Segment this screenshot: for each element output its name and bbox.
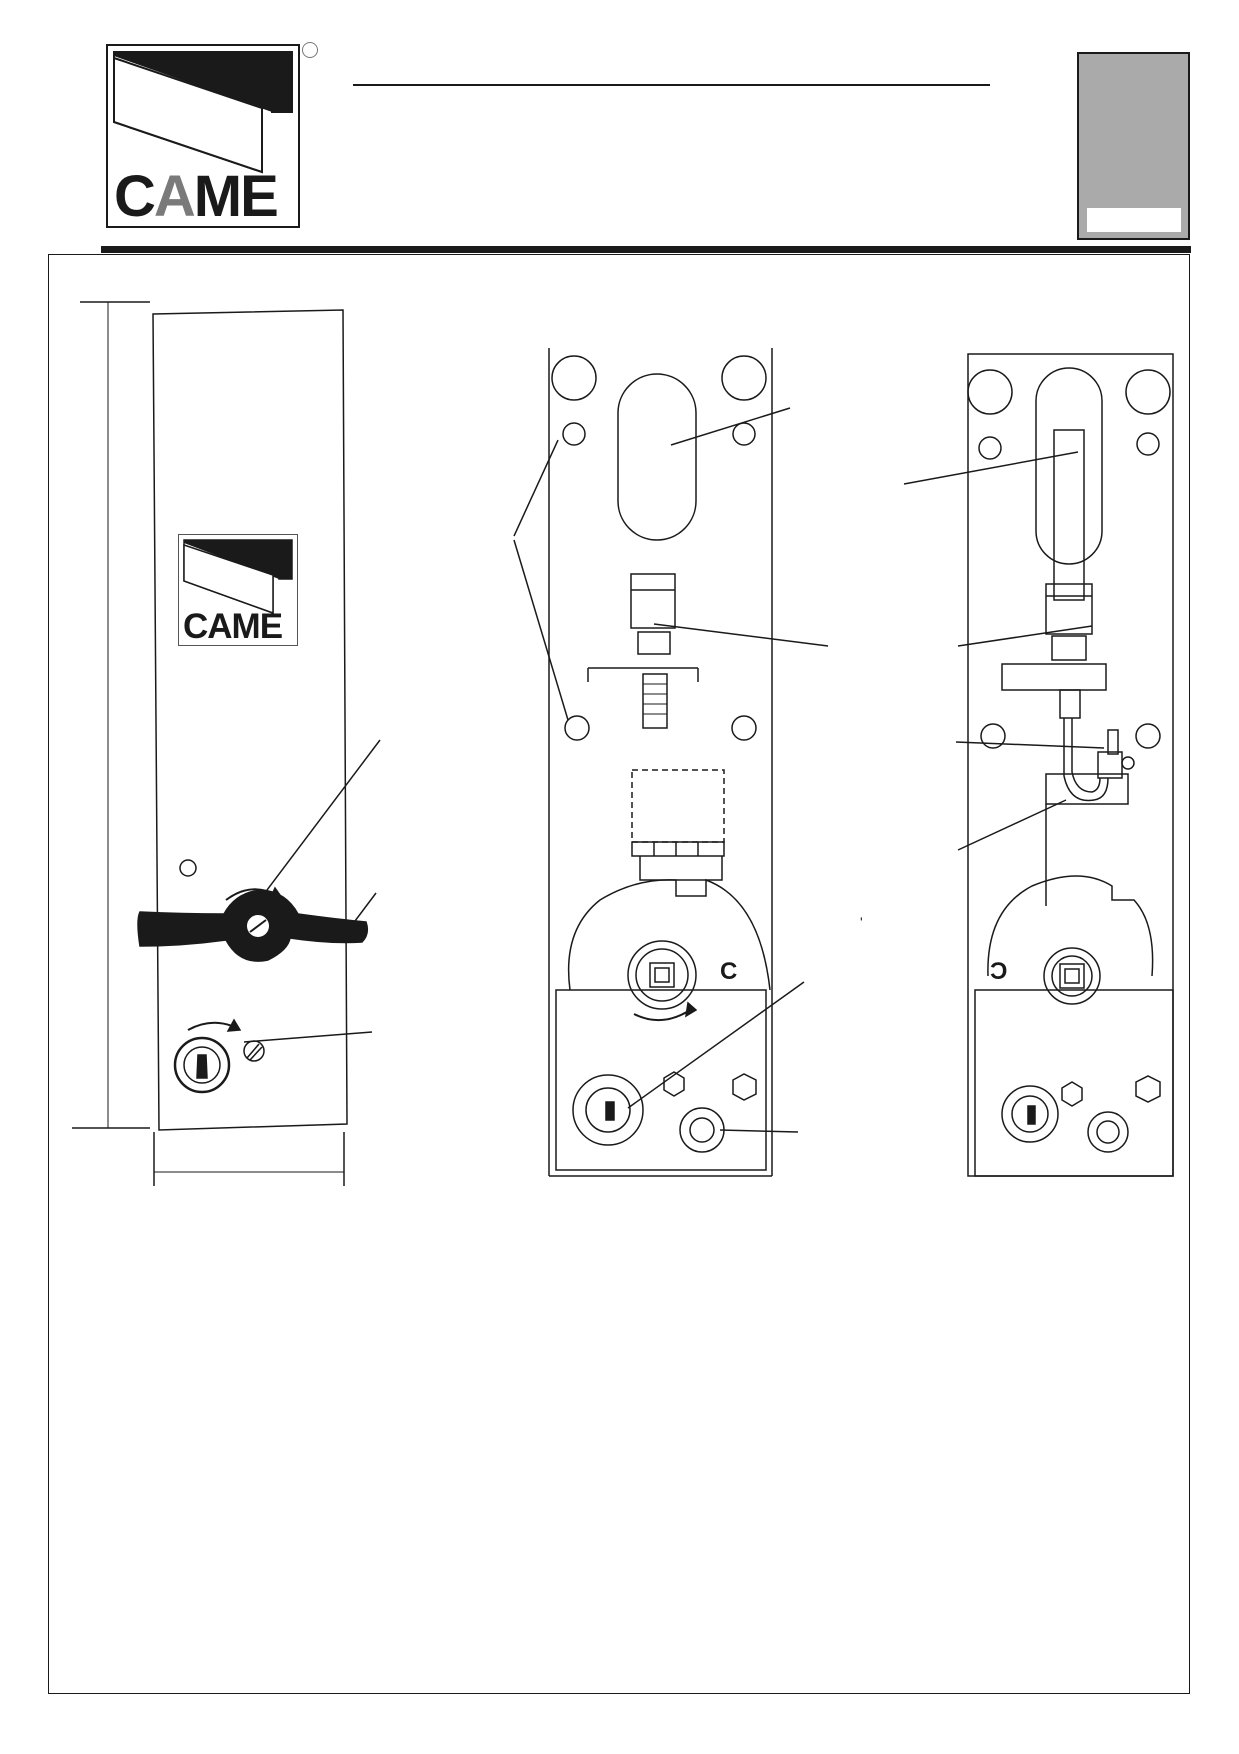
cover-logo: CAME (178, 534, 298, 646)
cover-logo-wordmark: CAME (183, 607, 283, 646)
closed-marker-internal: C (720, 958, 738, 985)
page-tab (1077, 52, 1190, 240)
header-title-rule (353, 84, 990, 86)
header-logo: CAME (106, 44, 300, 228)
cover-logo-emblem-icon (183, 539, 293, 615)
content-frame (48, 254, 1190, 1694)
page-tab-label-box (1087, 208, 1181, 232)
logo-wordmark: CAME (114, 164, 279, 229)
header-divider (101, 246, 1191, 253)
tick-mark: ' (860, 914, 863, 930)
registered-mark (302, 42, 318, 58)
closed-marker-assembled: C (990, 958, 1008, 985)
logo-emblem-icon (113, 51, 293, 174)
